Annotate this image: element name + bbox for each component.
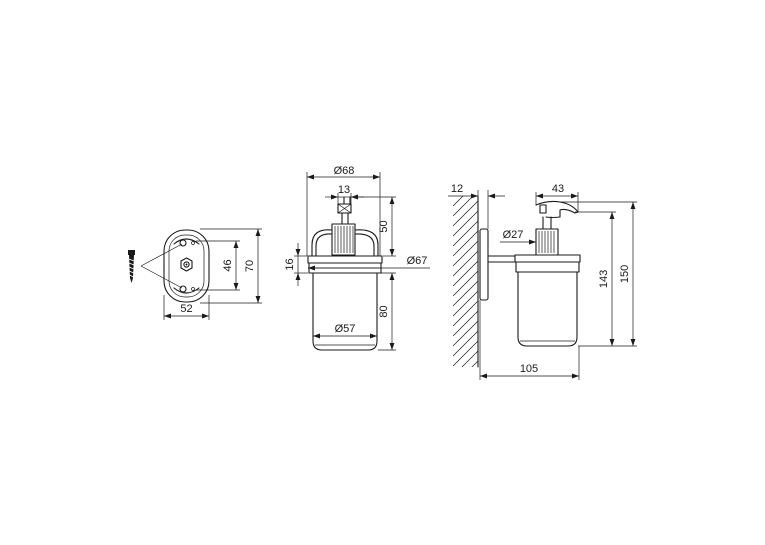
dimension-label-150: 150 (619, 265, 631, 283)
dimension-label-o57: Ø57 (335, 323, 356, 335)
dimension-label-o27: Ø27 (503, 229, 524, 241)
side-ribbed-neck (535, 228, 559, 256)
front-container (312, 272, 378, 351)
front-pump-head (337, 196, 352, 225)
dimension-front-collar-height: 16 (284, 243, 308, 286)
dimension-label-o68: Ø68 (334, 165, 355, 177)
dimension-mount-width: 52 (163, 295, 210, 320)
dimension-label-12: 12 (451, 183, 463, 195)
side-wall-plate (479, 228, 516, 301)
dimension-label-46: 46 (222, 259, 234, 271)
dimension-mount-holes: 46 (196, 240, 240, 291)
side-collar (514, 254, 581, 273)
wall-hatching (453, 195, 479, 368)
dimension-label-52: 52 (180, 303, 192, 315)
mount-plate (163, 229, 210, 303)
screw-leader-lines (140, 243, 183, 289)
side-view: 12 43 Ø27 143 150 (448, 183, 637, 380)
side-pump-head (535, 200, 579, 230)
screw-icon (128, 250, 135, 283)
front-holder-ring (311, 229, 379, 257)
dimension-label-13: 13 (338, 184, 350, 196)
dimension-label-143: 143 (598, 270, 610, 288)
dimension-side-neck-diameter: Ø27 (500, 229, 536, 245)
dimension-side-spout: 43 (535, 183, 579, 212)
dimension-front-top-diameter: Ø68 (306, 165, 381, 256)
dimension-label-80: 80 (378, 305, 390, 317)
dimension-label-o67: Ø67 (407, 255, 428, 267)
dimension-label-70: 70 (244, 260, 256, 272)
side-container (517, 271, 578, 347)
dimension-front-container-diameter: Ø57 (313, 323, 377, 339)
dimension-front-pump-height: 50 (352, 196, 396, 257)
dimension-label-50: 50 (378, 220, 390, 232)
dimension-label-105: 105 (520, 363, 538, 375)
dimension-front-pump-width: 13 (325, 184, 364, 204)
dimension-label-43: 43 (552, 183, 564, 195)
dimension-label-16: 16 (284, 258, 296, 270)
dimension-side-projection: 105 (479, 300, 580, 380)
dimension-front-container-height: 80 (378, 272, 396, 351)
dimension-front-collar-diameter: Ø67 (308, 255, 430, 271)
dimension-side-total-height: 150 (560, 201, 637, 347)
dimension-side-height-to-spout: 143 (575, 211, 616, 347)
front-view: Ø68 13 50 16 Ø67 (284, 165, 430, 351)
front-collar (307, 255, 383, 274)
dimension-mount-height: 70 (200, 228, 262, 304)
dimension-side-wall-offset: 12 (448, 183, 505, 229)
mount-view: 52 46 70 (128, 228, 262, 320)
front-ribbed-neck (331, 223, 356, 256)
